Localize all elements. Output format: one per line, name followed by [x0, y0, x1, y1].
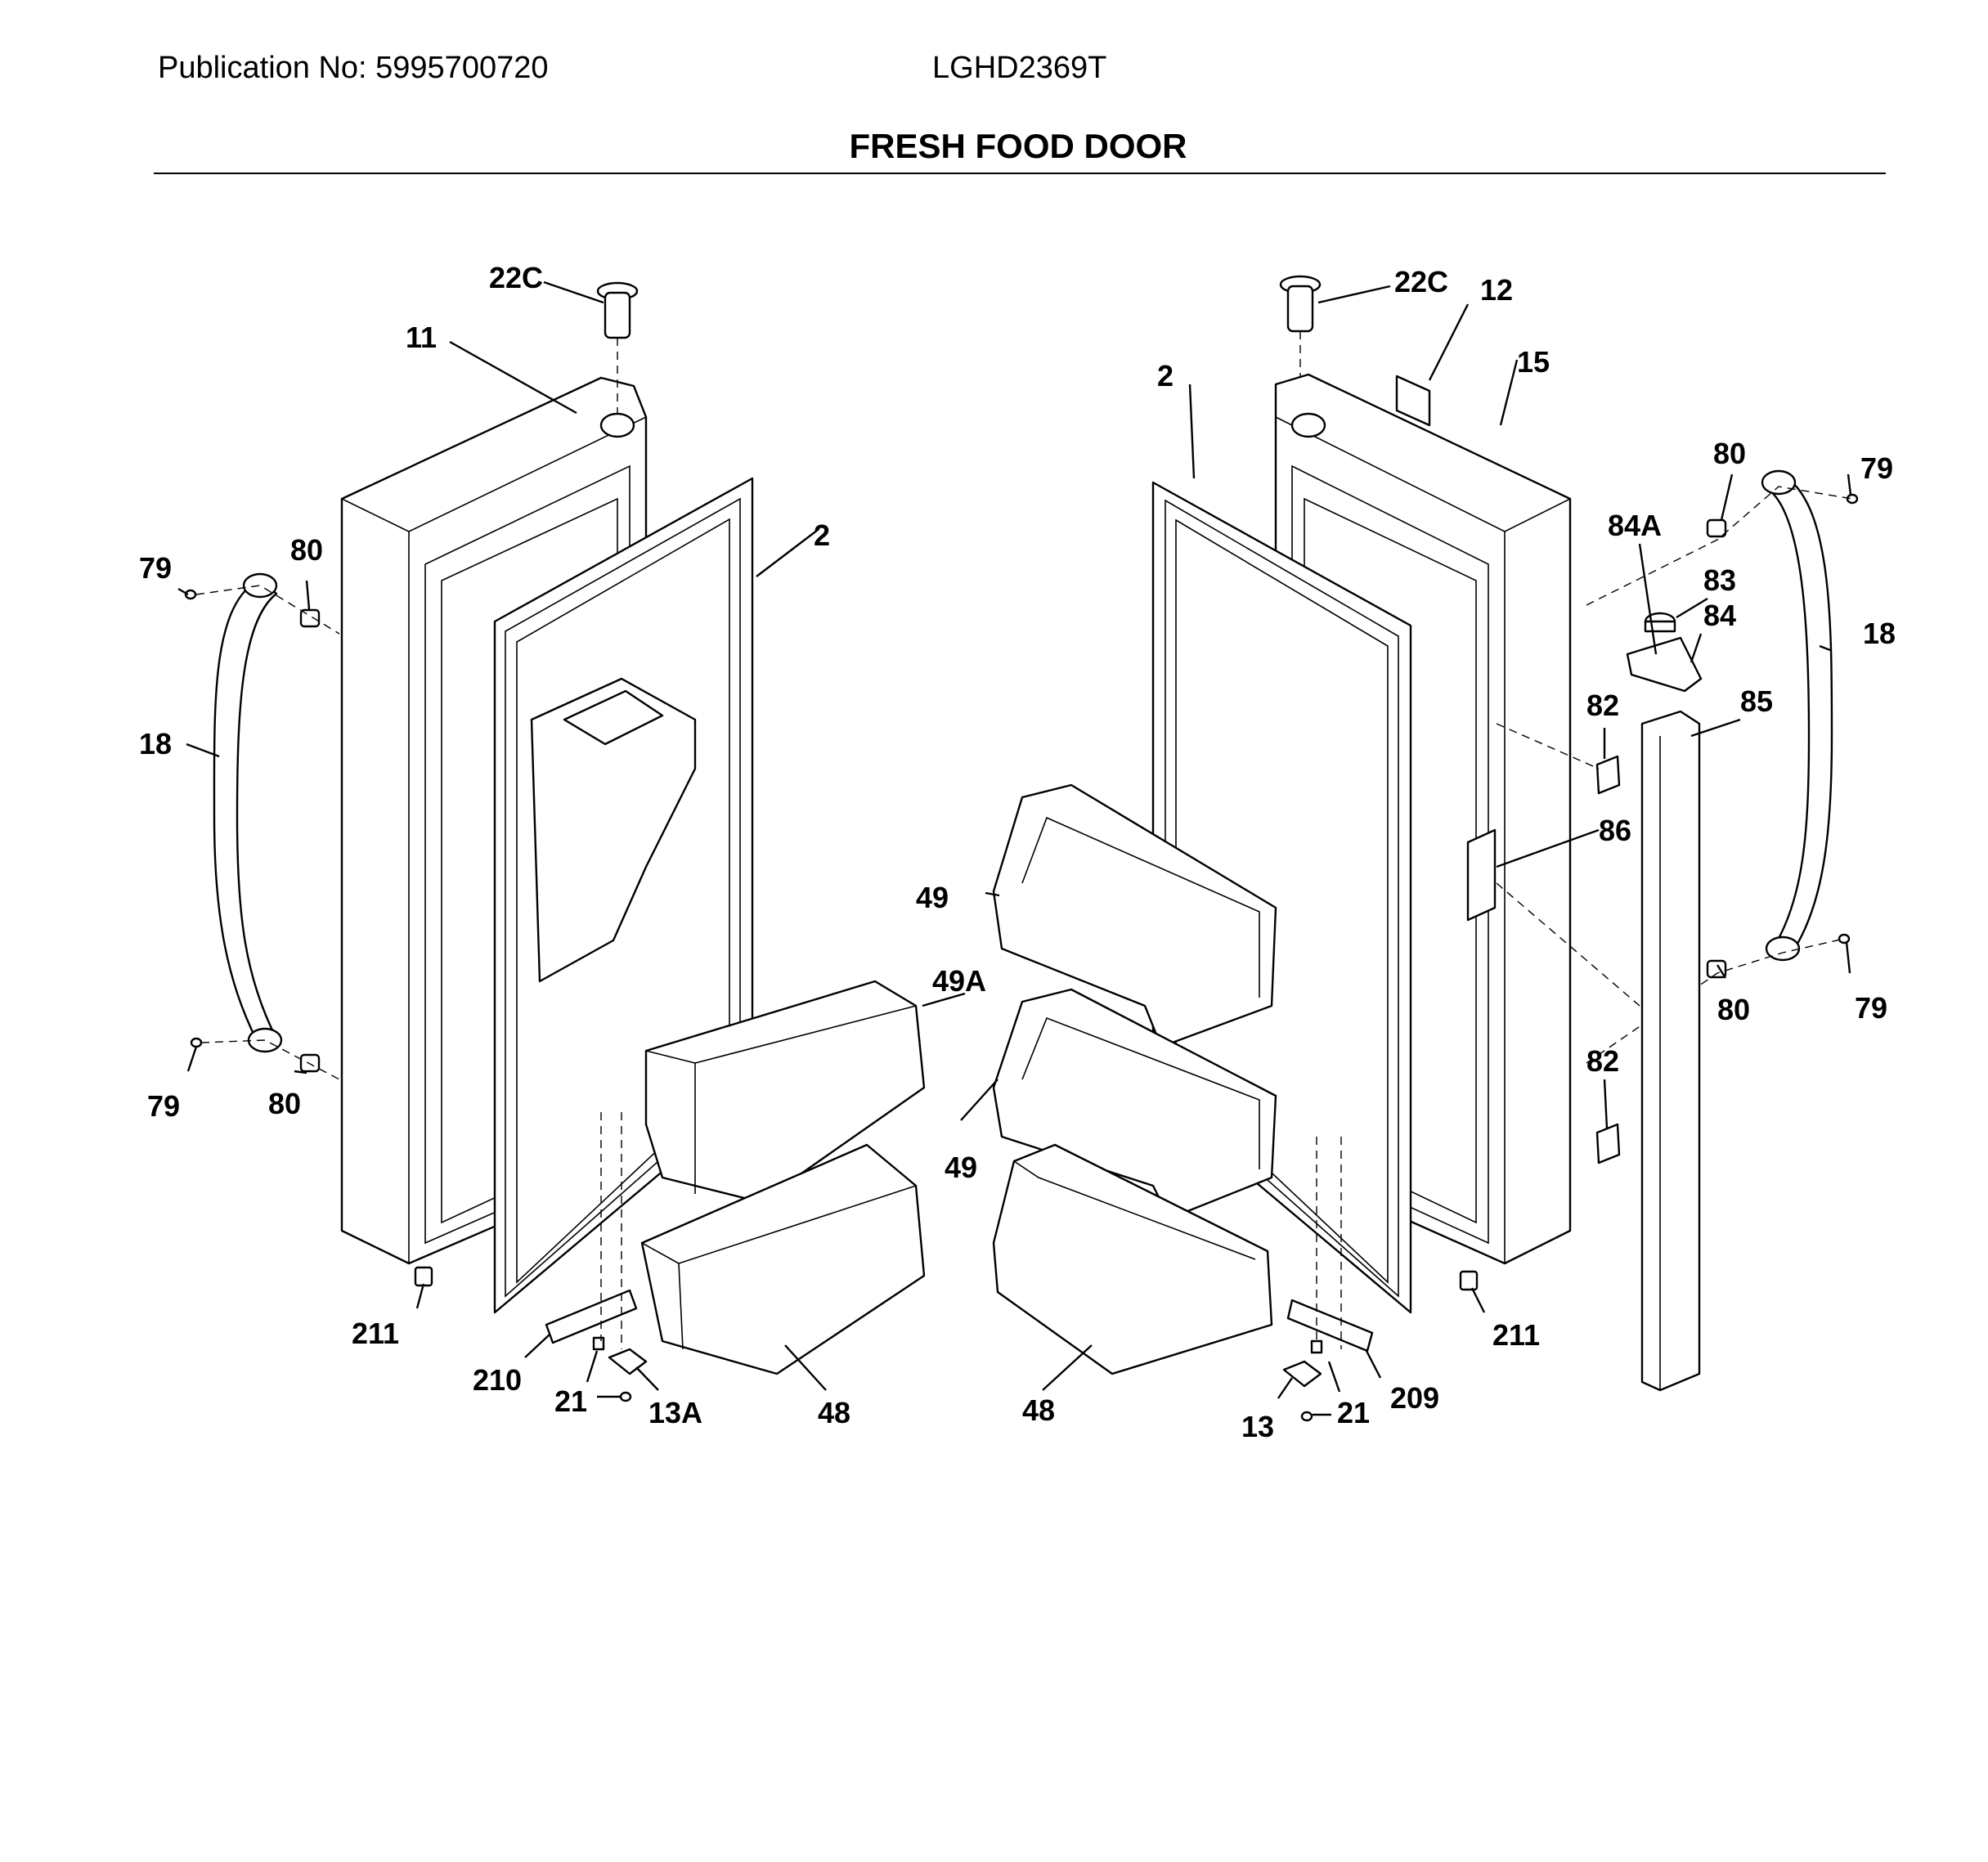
model-number: LGHD2369T [932, 51, 1107, 85]
callout-84: 84 [1703, 599, 1736, 632]
callout-13a: 13A [648, 1396, 702, 1429]
left-door-stop-211 [414, 1266, 433, 1287]
callout-80-top-left: 80 [290, 533, 323, 567]
right-door-control-86[interactable] [1466, 828, 1497, 922]
right-door-bin-top[interactable] [992, 783, 1277, 1048]
left-handle-screw-top [184, 589, 197, 600]
callout-84a: 84A [1608, 509, 1662, 542]
callout-2-right: 2 [1157, 359, 1174, 393]
callout-210: 210 [473, 1363, 522, 1397]
callout-49-top: 49 [916, 881, 949, 914]
header-rule [154, 173, 1886, 174]
callout-15: 15 [1517, 345, 1550, 379]
right-handle-stud-top [1706, 518, 1727, 538]
callout-211-left: 211 [352, 1317, 399, 1350]
callout-80-bottom-left: 80 [268, 1087, 301, 1120]
right-handle-screw-bottom [1838, 933, 1851, 944]
callout-82-top: 82 [1586, 689, 1619, 722]
publication-number: Publication No: 5995700720 [158, 51, 549, 85]
callout-82-bottom: 82 [1586, 1044, 1619, 1078]
callout-49-bottom: 49 [945, 1151, 977, 1184]
left-handle-stud-bottom [299, 1053, 321, 1073]
right-hinge-bushing-13[interactable] [1282, 1360, 1322, 1388]
callout-11: 11 [406, 321, 437, 354]
right-hinge-screw-21 [1300, 1339, 1323, 1422]
left-bottom-hinge-210[interactable] [545, 1289, 638, 1344]
callout-79-top-right: 79 [1860, 451, 1893, 485]
callout-18-right: 18 [1863, 617, 1896, 650]
left-top-hinge-pin[interactable] [596, 281, 639, 339]
callout-209: 209 [1390, 1381, 1439, 1415]
callout-49a: 49A [932, 964, 986, 998]
callout-48-right: 48 [1022, 1393, 1055, 1427]
page-title: FRESH FOOD DOOR [849, 127, 1187, 165]
callout-80-bottom-right: 80 [1717, 993, 1750, 1026]
callout-13: 13 [1241, 1410, 1274, 1443]
right-top-hinge-pin[interactable] [1279, 275, 1322, 333]
left-door-bin-lower[interactable] [640, 1143, 926, 1375]
right-door-stop-211 [1459, 1270, 1479, 1291]
right-handle-stud-bottom [1706, 959, 1727, 979]
left-ice-chute [530, 677, 697, 983]
callout-22c-right: 22C [1394, 265, 1448, 298]
right-hinge-cover-84[interactable] [1626, 636, 1703, 693]
left-door-bin-upper[interactable] [644, 980, 926, 1204]
right-door-trim-85[interactable] [1640, 710, 1701, 1392]
callout-12: 12 [1480, 273, 1513, 307]
callout-79-bottom-left: 79 [147, 1089, 180, 1123]
callout-2-left: 2 [814, 518, 830, 552]
callout-18-left: 18 [139, 727, 172, 761]
callout-86: 86 [1599, 814, 1631, 847]
callout-79-bottom-right: 79 [1855, 991, 1887, 1025]
callout-85: 85 [1740, 684, 1773, 718]
left-handle-screw-bottom [190, 1037, 203, 1048]
right-door-label-12 [1395, 375, 1431, 427]
callout-80-top-right: 80 [1713, 437, 1746, 470]
callout-21-left: 21 [554, 1384, 587, 1418]
right-door-clip-82-bottom [1595, 1123, 1621, 1164]
callout-83: 83 [1703, 563, 1736, 597]
right-door-bin-lower[interactable] [992, 1143, 1273, 1375]
left-door-handle[interactable] [213, 572, 283, 1053]
left-hinge-bushing-13A[interactable] [608, 1348, 648, 1375]
right-handle-screw-top [1846, 493, 1859, 505]
callout-48-left: 48 [818, 1396, 850, 1429]
callout-21-right: 21 [1337, 1396, 1370, 1429]
right-bottom-hinge-209[interactable] [1286, 1299, 1374, 1353]
callout-22c-left: 22C [489, 261, 543, 294]
left-handle-stud-top [299, 608, 321, 628]
callout-211-right: 211 [1492, 1318, 1540, 1352]
callout-79-top-left: 79 [139, 551, 172, 585]
right-door-clip-82-top [1595, 755, 1621, 795]
